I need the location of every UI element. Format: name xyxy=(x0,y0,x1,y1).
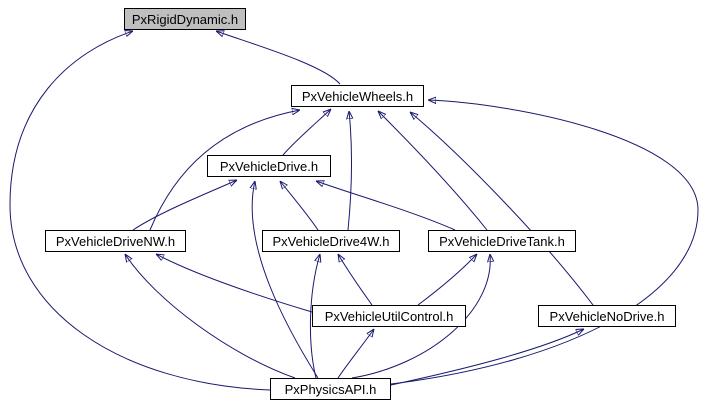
node-pxvehicledrive4w[interactable]: PxVehicleDrive4W.h xyxy=(262,230,400,252)
edge-physics-to-drivetank xyxy=(351,254,490,379)
edge-wheels-to-rigid xyxy=(216,31,341,85)
node-pxvehiclenodrive[interactable]: PxVehicleNoDrive.h xyxy=(538,305,676,327)
edge-utilcontrol-to-drive4w xyxy=(338,254,373,306)
edge-utilcontrol-to-drivetank xyxy=(417,254,477,306)
edge-drive-to-wheels xyxy=(282,109,331,156)
edge-drivetank-to-drive xyxy=(316,181,456,231)
node-label: PxVehicleUtilControl.h xyxy=(324,308,454,324)
edge-drive4w-to-wheels xyxy=(348,111,352,231)
edge-physics-to-wheels xyxy=(390,100,699,385)
node-pxvehicledrivetank[interactable]: PxVehicleDriveTank.h xyxy=(428,230,576,252)
edge-nodrive-to-wheels xyxy=(410,112,594,306)
edge-drivetank-to-wheels xyxy=(378,111,488,231)
node-label: PxPhysicsAPI.h xyxy=(284,381,377,397)
node-pxvehiclewheels[interactable]: PxVehicleWheels.h xyxy=(291,85,424,107)
edge-drivenw-to-drive xyxy=(132,180,237,231)
node-pxvehicledrivenw[interactable]: PxVehicleDriveNW.h xyxy=(45,230,186,252)
node-label: PxRigidDynamic.h xyxy=(131,11,239,27)
edge-drive4w-to-drive xyxy=(280,181,319,231)
node-label: PxVehicleDriveNW.h xyxy=(55,233,176,249)
node-pxvehicleutilcontrol[interactable]: PxVehicleUtilControl.h xyxy=(312,305,466,327)
node-pxphysicsapi[interactable]: PxPhysicsAPI.h xyxy=(270,378,391,400)
node-label: PxVehicleNoDrive.h xyxy=(549,308,665,324)
edge-drivenw-to-wheels xyxy=(149,110,300,231)
edge-physics-to-rigid xyxy=(9,31,271,391)
edge-utilcontrol-to-drivenw xyxy=(156,254,313,313)
node-label: PxVehicleDriveTank.h xyxy=(439,233,565,249)
node-label: PxVehicleWheels.h xyxy=(301,88,414,104)
edge-physics-to-utilcontrol xyxy=(337,329,374,379)
node-pxrigiddynamic[interactable]: PxRigidDynamic.h xyxy=(124,8,246,30)
node-label: PxVehicleDrive4W.h xyxy=(272,233,390,249)
node-label: PxVehicleDrive.h xyxy=(219,158,319,174)
edge-physics-to-drive xyxy=(252,181,319,379)
edge-physics-to-drivenw xyxy=(125,254,296,379)
node-pxvehicledrive[interactable]: PxVehicleDrive.h xyxy=(207,155,331,177)
edge-physics-to-nodrive xyxy=(390,329,584,386)
edge-physics-to-drive4w xyxy=(309,254,320,379)
